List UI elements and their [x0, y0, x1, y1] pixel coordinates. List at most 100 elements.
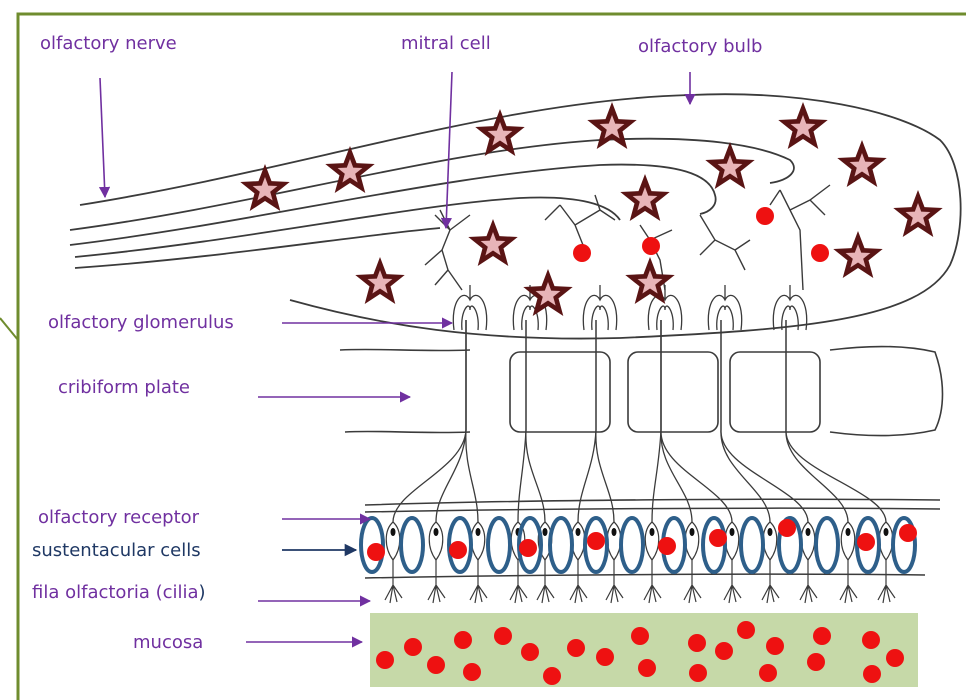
sustentacular-cell	[741, 518, 763, 572]
circle-icon	[519, 539, 537, 557]
circle-icon	[737, 621, 755, 639]
receptor-axon	[721, 320, 770, 522]
sustentacular-cells-label: sustentacular cells	[32, 540, 201, 562]
circle-icon	[756, 207, 774, 225]
mitral-cell-stars	[240, 102, 942, 316]
receptor-axon	[721, 320, 808, 522]
circle-icon	[899, 524, 917, 542]
glomerulus	[773, 285, 806, 330]
star-icon	[833, 231, 882, 278]
star-icon	[240, 164, 289, 211]
circle-icon	[463, 663, 481, 681]
circle-icon	[642, 237, 660, 255]
circle-icon	[886, 649, 904, 667]
star-icon	[355, 257, 404, 304]
receptor-nucleus	[690, 528, 695, 536]
circle-icon	[688, 634, 706, 652]
olfactory-bulb-label: olfactory bulb	[638, 36, 762, 58]
cilium-tuft	[840, 560, 857, 603]
circle-icon	[449, 541, 467, 559]
olfactory-nerve-label: olfactory nerve	[40, 33, 177, 55]
cilium-tuft	[385, 560, 402, 603]
cilium-tuft	[537, 560, 554, 603]
circle-icon	[631, 627, 649, 645]
olfactory-glomerulus-label: olfactory glomerulus	[48, 312, 234, 334]
circle-icon	[689, 664, 707, 682]
circle-icon	[811, 244, 829, 262]
receptor-nucleus	[730, 528, 735, 536]
cilium-tuft	[470, 560, 487, 603]
receptor-cell	[763, 522, 777, 560]
star-icon	[705, 142, 754, 189]
olfactory-receptor-label: olfactory receptor	[38, 507, 199, 529]
receptor-cell	[841, 522, 855, 560]
receptor-cell	[645, 522, 659, 560]
star-icon	[837, 140, 886, 187]
receptor-axon	[526, 320, 545, 522]
glomerulus	[583, 285, 616, 330]
circle-icon	[759, 664, 777, 682]
star-icon	[778, 102, 827, 149]
circle-icon	[778, 519, 796, 537]
receptor-nucleus	[846, 528, 851, 536]
receptor-axon	[786, 320, 886, 522]
glomerulus	[708, 285, 741, 330]
receptor-cell	[725, 522, 739, 560]
circle-icon	[573, 244, 591, 262]
receptor-nucleus	[806, 528, 811, 536]
receptor-axon	[786, 320, 848, 522]
circle-icon	[766, 637, 784, 655]
olfactory-nerve-arrow	[100, 78, 105, 197]
receptor-cell	[607, 522, 621, 560]
circle-icon	[587, 532, 605, 550]
cilium-tuft	[878, 560, 895, 603]
fila-olfactoria-label: fila olfactoria (cilia)	[32, 582, 206, 604]
circle-icon	[596, 648, 614, 666]
circle-icon	[521, 643, 539, 661]
circle-icon	[454, 631, 472, 649]
receptor-axon	[578, 320, 596, 522]
circle-icon	[427, 656, 445, 674]
circle-icon	[857, 533, 875, 551]
fila-olfactoria-paren: )	[199, 582, 206, 603]
sustentacular-cell	[816, 518, 838, 572]
cilium-tuft	[800, 560, 817, 603]
receptor-cell	[471, 522, 485, 560]
circle-icon	[543, 667, 561, 685]
receptor-nucleus	[576, 528, 581, 536]
receptor-cell	[429, 522, 443, 560]
receptor-axon	[652, 320, 661, 522]
circle-icon	[404, 638, 422, 656]
circle-icon	[658, 537, 676, 555]
receptor-cell	[801, 522, 815, 560]
receptor-nucleus	[476, 528, 481, 536]
star-icon	[468, 219, 517, 266]
circle-icon	[715, 642, 733, 660]
mitral-cell-label: mitral cell	[401, 33, 491, 55]
olfactory-glomeruli	[453, 285, 806, 330]
sustentacular-cell	[550, 518, 572, 572]
receptor-nucleus	[543, 528, 548, 536]
sustentacular-cell	[401, 518, 423, 572]
receptor-nucleus	[612, 528, 617, 536]
circle-icon	[807, 653, 825, 671]
receptor-axon	[518, 320, 526, 522]
cribiform-plate-label: cribiform plate	[58, 377, 190, 399]
receptor-nucleus	[650, 528, 655, 536]
receptor-cell	[879, 522, 893, 560]
sustentacular-cells	[361, 518, 915, 572]
receptor-nucleus	[434, 528, 439, 536]
circle-icon	[862, 631, 880, 649]
circle-icon	[367, 543, 385, 561]
star-icon	[523, 269, 572, 316]
receptor-cell	[685, 522, 699, 560]
cilium-tuft	[644, 560, 661, 603]
sustentacular-cell	[488, 518, 510, 572]
star-icon	[587, 102, 636, 149]
circle-icon	[709, 529, 727, 547]
circle-icon	[567, 639, 585, 657]
circle-icon	[638, 659, 656, 677]
cilium-tuft	[606, 560, 623, 603]
star-icon	[620, 174, 669, 221]
receptor-nucleus	[391, 528, 396, 536]
